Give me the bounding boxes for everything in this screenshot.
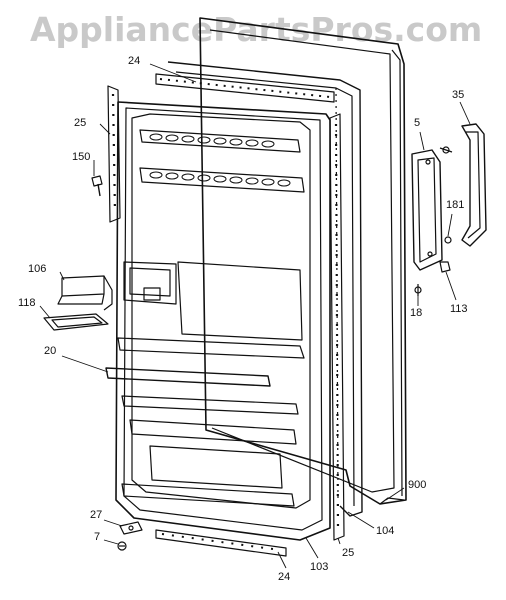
- door-handle: [461, 123, 487, 247]
- door-gasket: [167, 61, 363, 517]
- callout-27: 27: [90, 509, 102, 521]
- callout-150: 150: [72, 151, 90, 163]
- right-breaker-strip: [329, 113, 345, 541]
- dairy-door: [57, 275, 113, 311]
- left-breaker-strip: [107, 85, 121, 223]
- hinge-bracket: [119, 521, 143, 535]
- callout-35: 35: [452, 89, 464, 101]
- watermark-logo: AppliancePartsPros.com: [30, 10, 483, 49]
- callout-24-bottom: 24: [278, 571, 290, 583]
- screw-18: [414, 284, 422, 296]
- callout-118: 118: [18, 297, 36, 309]
- clip-113: [439, 261, 451, 273]
- inner-door-liner: [105, 101, 331, 541]
- callout-113: 113: [450, 303, 468, 315]
- screw-7: [117, 541, 127, 551]
- callout-18: 18: [410, 307, 422, 319]
- top-breaker-strip: [155, 73, 335, 103]
- bottom-breaker-strip: [155, 529, 287, 557]
- leader-lines: [39, 63, 471, 569]
- callout-103: 103: [310, 561, 328, 573]
- callout-181: 181: [446, 199, 464, 211]
- callout-5: 5: [414, 117, 420, 129]
- callout-20: 20: [44, 345, 56, 357]
- callout-106: 106: [28, 263, 46, 275]
- butter-tray: [43, 313, 109, 331]
- callout-900: 900: [408, 479, 426, 491]
- callout-24-top: 24: [128, 55, 140, 67]
- callout-25-left: 25: [74, 117, 86, 129]
- door-outer-panel: [199, 17, 407, 505]
- callout-7: 7: [94, 531, 100, 543]
- callout-104: 104: [376, 525, 394, 537]
- screw-181: [439, 146, 453, 244]
- callout-25-bottom: 25: [342, 547, 354, 559]
- handle-mount: [411, 149, 443, 271]
- screw-150: [91, 175, 103, 197]
